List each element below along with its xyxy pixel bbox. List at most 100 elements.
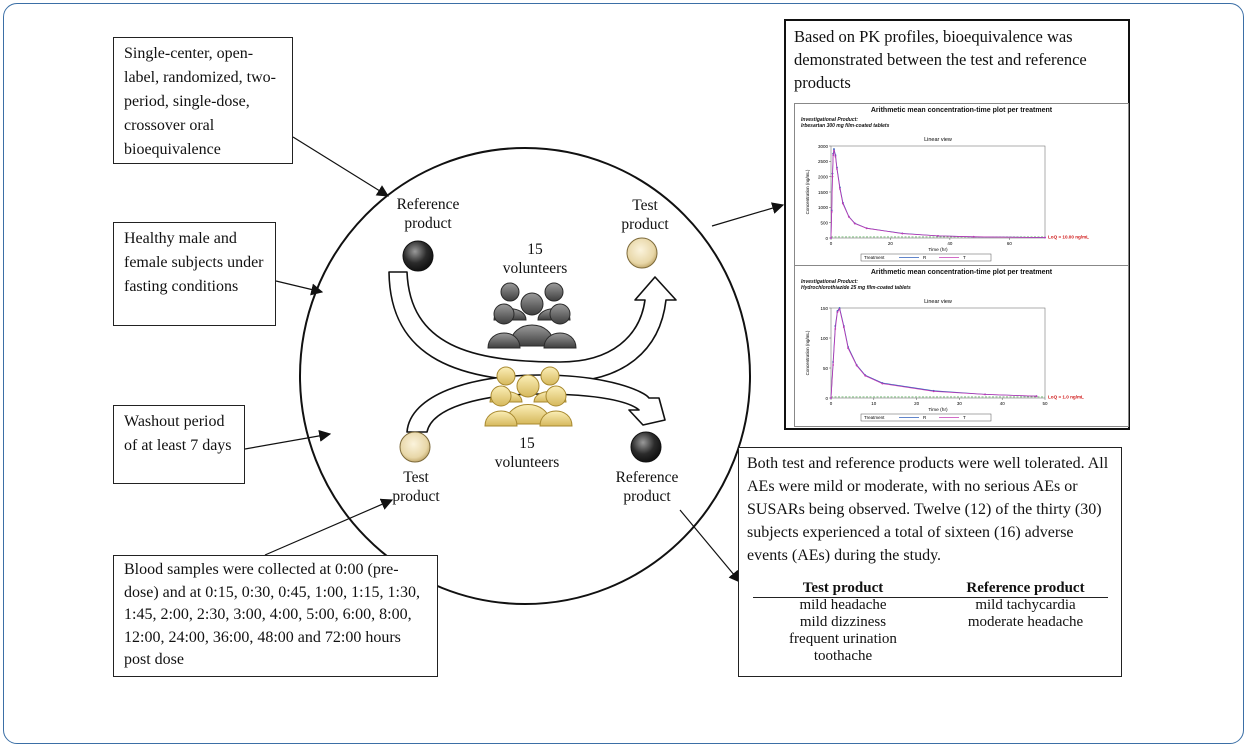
data-point-T — [1044, 236, 1046, 239]
data-point-T — [830, 397, 832, 399]
reference-event: mild tachycardia — [975, 597, 1076, 613]
washout-text: Washout period of at least 7 days — [124, 413, 232, 454]
y-tick-label: 1500 — [818, 190, 829, 195]
y-axis-label: Concentration (ng/mL) — [805, 169, 810, 214]
pk-results-box: Based on PK profiles, bioequivalence was… — [784, 19, 1130, 430]
study-design-text: Single-center, open-label, randomized, t… — [124, 45, 276, 158]
data-point-T — [937, 235, 939, 237]
design-connector — [292, 136, 390, 197]
plot-subtitle: Hydrochlorothiazide 25 mg film-coated ta… — [801, 285, 911, 291]
gold-volunteers-icon — [484, 366, 573, 427]
x-tick-label: 50 — [1042, 401, 1048, 406]
view-label: Linear view — [924, 137, 952, 143]
loq-label: LoQ = 1.0 ng/mL — [1048, 394, 1084, 399]
top-test-label: Test product — [621, 197, 669, 233]
bottom-reference-label: Reference product — [615, 469, 679, 505]
adverse-events-summary: Both test and reference products were we… — [747, 455, 1109, 564]
legend-r-label: R — [923, 415, 927, 420]
study-design-box: Single-center, open-label, randomized, t… — [113, 37, 293, 164]
crossover-arrow-upper — [388, 271, 677, 383]
data-point-T — [842, 326, 845, 329]
data-point-T — [832, 154, 835, 157]
test-product-column: Test product mild headache mild dizzines… — [763, 580, 923, 665]
data-point-T — [881, 382, 884, 385]
pk-plot-hydrochlorothiazide: Arithmetic mean concentration-time plot … — [794, 265, 1129, 427]
plot-area — [830, 145, 1046, 239]
data-point-T — [855, 364, 858, 367]
test-event: mild dizziness — [799, 614, 887, 630]
pk-results-title: Based on PK profiles, bioequivalence was… — [794, 27, 1087, 92]
y-axis-label: Concentration (ng/mL) — [805, 330, 810, 375]
data-point-T — [932, 390, 935, 393]
reference-event: moderate headache — [967, 614, 1084, 630]
reference-product-column: Reference product mild tachycardia moder… — [943, 580, 1108, 631]
adverse-events-box: Both test and reference products were we… — [738, 447, 1122, 677]
legend-r-label: R — [923, 255, 927, 260]
reference-product-header: Reference product — [966, 580, 1085, 596]
data-point-R — [833, 148, 835, 150]
bottom-test-label: Test product — [392, 469, 440, 505]
data-point-T — [853, 222, 856, 225]
figure-frame — [3, 3, 1244, 744]
pk-plot-irbesartan: Arithmetic mean concentration-time plot … — [794, 103, 1129, 267]
y-tick-label: 50 — [823, 366, 829, 371]
y-tick-label: 1000 — [818, 205, 829, 210]
data-point-T — [847, 215, 850, 218]
x-tick-label: 0 — [830, 401, 833, 406]
top-volunteers-label: 15 volunteers — [502, 241, 568, 277]
bottom-volunteers-label: 15 volunteers — [494, 435, 560, 471]
data-point-T — [984, 393, 986, 396]
x-tick-label: 40 — [947, 241, 953, 246]
data-point-T — [865, 227, 868, 230]
crossover-arrow-lower — [406, 374, 666, 433]
x-tick-label: 10 — [871, 401, 877, 406]
x-tick-label: 20 — [914, 401, 920, 406]
y-tick-label: 100 — [820, 336, 828, 341]
y-tick-label: 0 — [825, 236, 828, 241]
subjects-text: Healthy male and female subjects under f… — [124, 230, 264, 295]
series-line-T — [830, 150, 1046, 239]
table-rule — [753, 597, 1108, 598]
x-axis-label: Time (hr) — [928, 247, 948, 253]
view-label: Linear view — [924, 299, 952, 305]
x-tick-label: 20 — [888, 241, 894, 246]
ae-connector — [679, 509, 741, 583]
subjects-box: Healthy male and female subjects under f… — [113, 222, 276, 326]
data-point-T — [832, 364, 835, 366]
data-point-T — [901, 232, 904, 235]
test-event: mild headache — [799, 597, 887, 613]
top-reference-label: Reference product — [396, 196, 460, 232]
plot-subtitle: Investigational Product: — [801, 279, 858, 285]
data-point-T — [1035, 395, 1038, 398]
legend-box — [860, 413, 992, 422]
washout-connector — [244, 429, 332, 450]
blood-connector — [264, 498, 394, 556]
legend-title: Treatment — [864, 415, 885, 420]
blood-sampling-text: Blood samples were collected at 0:00 (pr… — [124, 561, 420, 668]
test-pill-icon — [399, 431, 431, 463]
y-tick-label: 500 — [820, 220, 828, 225]
test-pill-icon — [626, 237, 658, 269]
data-point-T — [839, 188, 841, 190]
plot-title: Arithmetic mean concentration-time plot … — [870, 269, 1053, 276]
pk-connector — [711, 202, 785, 227]
loq-label: LoQ = 10.00 ng/mL — [1048, 234, 1089, 239]
washout-box: Washout period of at least 7 days — [113, 405, 245, 484]
test-event: toothache — [813, 648, 873, 664]
gray-volunteers-icon — [487, 282, 577, 349]
blood-sampling-box: Blood samples were collected at 0:00 (pr… — [113, 555, 438, 677]
data-point-T — [864, 374, 867, 377]
data-point-T — [836, 311, 839, 314]
plot-title: Arithmetic mean concentration-time plot … — [870, 107, 1053, 114]
data-point-T — [830, 237, 832, 239]
data-point-T — [834, 155, 837, 158]
y-tick-label: 150 — [820, 306, 828, 311]
legend-t-label: T — [963, 255, 966, 260]
data-point-T — [838, 308, 841, 311]
x-tick-label: 60 — [1007, 241, 1013, 246]
y-tick-label: 0 — [825, 396, 828, 401]
x-axis-label: Time (hr) — [928, 407, 948, 413]
reference-pill-icon — [630, 431, 662, 463]
